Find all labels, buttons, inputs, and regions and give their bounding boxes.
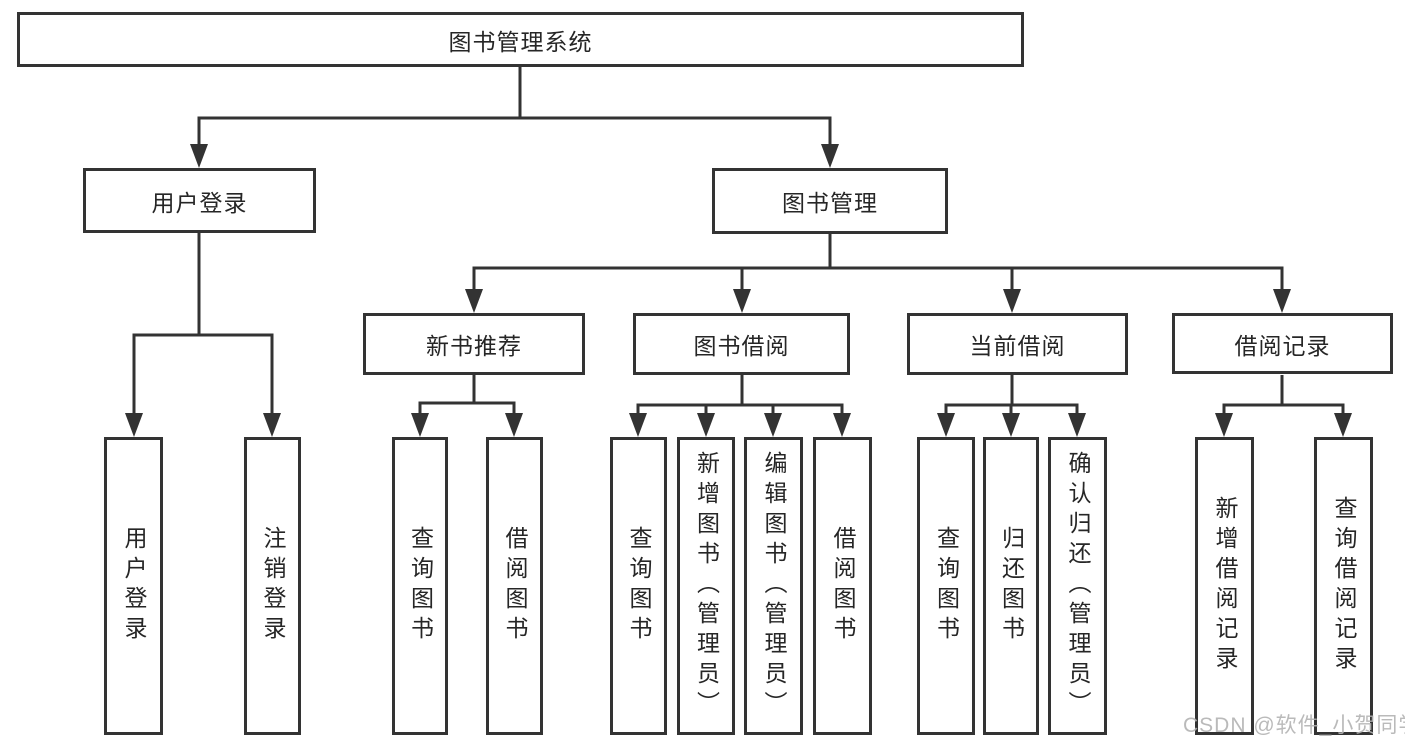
node-book-management: 图书管理	[712, 168, 948, 234]
leaf-user-login: 用户登录	[104, 437, 163, 735]
connector-lines	[132, 67, 1345, 419]
leaf-confirm-return-admin: 确认归还（管理员）	[1048, 437, 1107, 735]
arrowhead-down	[697, 413, 715, 437]
leaf-borrow-books-recommend: 借阅图书	[486, 437, 543, 735]
node-current-borrowing: 当前借阅	[907, 313, 1128, 375]
arrowhead-down	[190, 144, 208, 168]
arrowhead-down	[1002, 413, 1020, 437]
leaf-edit-book-admin: 编辑图书（管理员）	[744, 437, 803, 735]
arrowhead-down	[1215, 413, 1233, 437]
arrowhead-down	[764, 413, 782, 437]
leaf-add-borrow-record: 新增借阅记录	[1195, 437, 1254, 735]
arrowhead-down	[629, 413, 647, 437]
leaf-logout: 注销登录	[244, 437, 301, 735]
arrowhead-down	[1273, 289, 1291, 313]
arrowhead-down	[733, 289, 751, 313]
arrowhead-down	[937, 413, 955, 437]
arrowhead-down	[411, 413, 429, 437]
arrowhead-down	[465, 289, 483, 313]
node-root-system: 图书管理系统	[17, 12, 1024, 67]
leaf-query-books-borrowing: 查询图书	[610, 437, 667, 735]
arrowhead-down	[263, 413, 281, 437]
leaf-borrow-books-borrowing: 借阅图书	[813, 437, 872, 735]
node-book-borrowing: 图书借阅	[633, 313, 850, 375]
leaf-query-books-current: 查询图书	[917, 437, 975, 735]
node-borrowing-records: 借阅记录	[1172, 313, 1393, 374]
leaf-query-books-recommend: 查询图书	[392, 437, 448, 735]
arrowhead-down	[1068, 413, 1086, 437]
node-new-book-recommendation: 新书推荐	[363, 313, 585, 375]
leaf-add-book-admin: 新增图书（管理员）	[677, 437, 735, 735]
arrowhead-down	[821, 144, 839, 168]
node-user-login: 用户登录	[83, 168, 316, 233]
arrowhead-down	[125, 413, 143, 437]
csdn-watermark: CSDN @软件_小贺同学	[1183, 714, 1405, 737]
arrowhead-down	[505, 413, 523, 437]
arrowhead-down	[833, 413, 851, 437]
leaf-query-borrow-record: 查询借阅记录	[1314, 437, 1373, 735]
arrowhead-down	[1003, 289, 1021, 313]
arrowhead-down	[1334, 413, 1352, 437]
leaf-return-book: 归还图书	[983, 437, 1039, 735]
